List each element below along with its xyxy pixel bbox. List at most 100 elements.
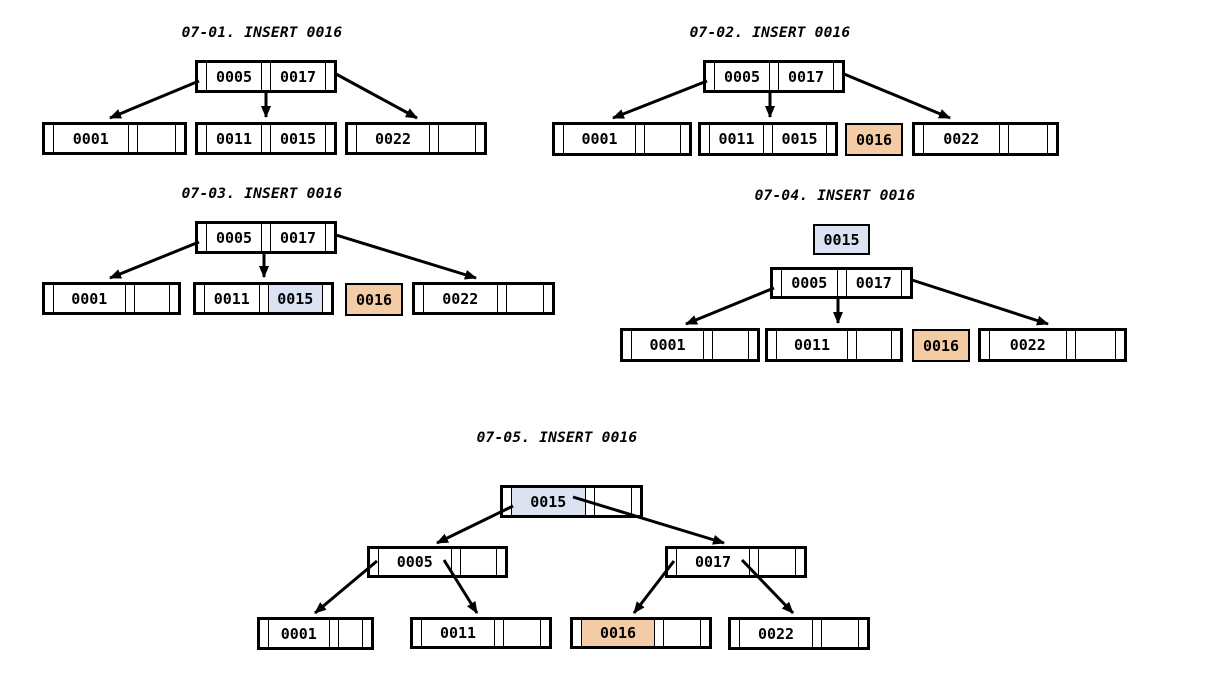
key-cell: 0017 <box>270 63 326 90</box>
pointer-cell <box>363 620 371 647</box>
pointer-cell <box>260 620 268 647</box>
key-cell: 0017 <box>270 224 326 251</box>
key-cell <box>712 331 749 359</box>
07-04-promoted-key-box-0015: 0015 <box>813 224 870 255</box>
pointer-cell <box>495 620 504 646</box>
key-cell <box>821 620 859 647</box>
pointer-cell <box>681 125 689 153</box>
pointer-cell <box>701 620 709 646</box>
pointer-cell <box>668 549 676 575</box>
tree-edge-arrow <box>109 240 200 280</box>
07-02-root-node: 0005 0017 <box>703 60 845 93</box>
07-04-leaf-0011: 0011 <box>765 328 903 362</box>
pointer-cell <box>837 270 846 296</box>
pointer-cell <box>902 270 910 296</box>
pointer-cell <box>45 285 53 312</box>
key-cell: 0015 <box>511 488 586 515</box>
pointer-cell <box>1116 331 1124 359</box>
pointer-cell <box>768 331 776 359</box>
pointer-cell <box>573 620 581 646</box>
key-cell: 0001 <box>53 285 126 312</box>
key-cell: 0017 <box>778 63 834 90</box>
key-cell <box>1074 331 1116 359</box>
07-01-leaf-0001: 0001 <box>42 122 187 155</box>
diagram-title-07-04: 07-04. INSERT 0016 <box>754 188 916 204</box>
pointer-cell <box>704 331 713 359</box>
07-03-leaf-0022: 0022 <box>412 282 555 315</box>
key-cell: 0005 <box>206 63 262 90</box>
pointer-cell <box>749 331 757 359</box>
key-cell: 0001 <box>268 620 330 647</box>
07-05-internal-node-0005: 0005 <box>367 546 508 578</box>
07-03-leaf-0011-0015: 0011 0015 <box>193 282 334 315</box>
pointer-cell <box>585 488 594 515</box>
pointer-cell <box>541 620 549 646</box>
pointer-cell <box>326 224 334 251</box>
pointer-cell <box>848 331 857 359</box>
key-cell: 0005 <box>714 63 770 90</box>
pointer-cell <box>706 63 714 90</box>
tree-edge-arrow <box>685 286 775 326</box>
pointer-cell <box>326 63 334 90</box>
key-cell <box>593 488 632 515</box>
07-01-root-node: 0005 0017 <box>195 60 337 93</box>
pointer-cell <box>262 224 270 251</box>
key-cell <box>758 549 796 575</box>
key-cell <box>438 125 476 152</box>
pointer-cell <box>128 125 137 152</box>
diagram-title-07-01: 07-01. INSERT 0016 <box>181 25 343 41</box>
diagram-title-07-03: 07-03. INSERT 0016 <box>181 186 343 202</box>
pointer-cell <box>773 270 781 296</box>
pointer-cell <box>323 285 331 312</box>
key-cell: 0011 <box>709 125 764 153</box>
pointer-cell <box>1048 125 1056 153</box>
pointer-cell <box>196 285 204 312</box>
pointer-cell <box>198 125 206 152</box>
07-03-inserted-key-box-0016: 0016 <box>345 283 403 316</box>
pointer-cell <box>415 285 423 312</box>
pointer-cell <box>198 224 206 251</box>
07-02-leaf-0001: 0001 <box>552 122 692 156</box>
pointer-cell <box>262 63 270 90</box>
pointer-cell <box>701 125 709 153</box>
07-02-inserted-key-box-0016: 0016 <box>845 123 903 156</box>
07-05-leaf-0001: 0001 <box>257 617 374 650</box>
07-05-leaf-0022: 0022 <box>728 617 870 650</box>
pointer-cell <box>503 488 511 515</box>
tree-edge-arrow <box>335 72 418 120</box>
key-cell: 0011 <box>204 285 260 312</box>
key-cell: 0011 <box>776 331 849 359</box>
key-cell: 0022 <box>989 331 1067 359</box>
pointer-cell <box>259 285 268 312</box>
key-cell: 0001 <box>563 125 637 153</box>
07-04-inserted-key-box-0016: 0016 <box>912 329 970 362</box>
key-cell: 0001 <box>53 125 129 152</box>
key-cell <box>133 285 170 312</box>
pointer-cell <box>623 331 631 359</box>
key-cell: 0017 <box>676 549 751 575</box>
key-cell <box>503 620 541 646</box>
pointer-cell <box>370 549 378 575</box>
pointer-cell <box>170 285 178 312</box>
pointer-cell <box>125 285 134 312</box>
key-cell <box>1007 125 1048 153</box>
key-cell <box>136 125 176 152</box>
pointer-cell <box>348 125 356 152</box>
pointer-cell <box>544 285 552 312</box>
pointer-cell <box>827 125 835 153</box>
pointer-cell <box>497 285 506 312</box>
pointer-cell <box>451 549 460 575</box>
pointer-cell <box>731 620 739 647</box>
07-02-leaf-0022: 0022 <box>912 122 1059 156</box>
07-04-leaf-0022: 0022 <box>978 328 1127 362</box>
key-cell <box>644 125 681 153</box>
07-05-leaf-0011: 0011 <box>410 617 552 649</box>
pointer-cell <box>915 125 923 153</box>
key-cell: 0015 <box>270 125 326 152</box>
tree-edge-arrow <box>109 79 200 120</box>
pointer-cell <box>476 125 484 152</box>
key-cell: 0015 <box>267 285 323 312</box>
pointer-cell <box>750 549 759 575</box>
key-cell: 0011 <box>421 620 496 646</box>
